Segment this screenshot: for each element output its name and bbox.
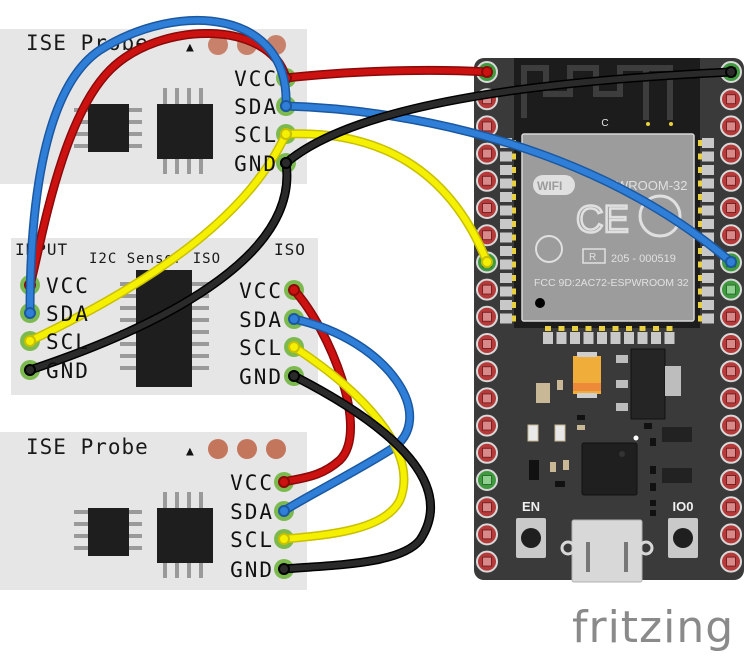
ise-probe-top[interactable]	[0, 29, 307, 184]
bottom-probe-pad	[237, 439, 257, 459]
top-probe-pin-label: SCL	[234, 123, 278, 147]
voltage-regulator	[630, 348, 666, 420]
wire-scl-top-to-esp32[interactable]	[283, 130, 490, 265]
wifi-logo: WIFI	[533, 175, 575, 195]
antenna-label: C	[601, 118, 608, 129]
iso-center-label: I2C Sensor ISO	[89, 251, 222, 267]
ise-probe-bottom[interactable]	[0, 432, 307, 590]
ise-probe-bottom-title: ISE Probe	[26, 435, 149, 459]
wire-scl-iso-to-bottom[interactable]	[281, 344, 407, 542]
wire-sda-top-to-esp32[interactable]	[283, 103, 734, 265]
iso-output-pin-label: SDA	[239, 308, 283, 332]
bottom-probe-chip-small	[88, 508, 129, 556]
telec-mark	[535, 235, 563, 263]
svg-text:WIFI: WIFI	[537, 179, 562, 193]
iso-input-pin-label: SDA	[46, 302, 90, 326]
bottom-probe-pin-label: VCC	[230, 471, 274, 495]
iso-right-header: ISO	[274, 240, 306, 259]
iso-input-pin-label: GND	[46, 359, 90, 383]
wire-gnd-iso-to-bottom[interactable]	[281, 373, 434, 572]
wire-gnd-top-to-esp32[interactable]	[283, 69, 734, 166]
bottom-probe-parts: ▲	[74, 439, 286, 578]
bottom-probe-marker: ▲	[186, 444, 194, 459]
top-probe-pad	[208, 35, 228, 55]
bottom-probe-pad	[266, 439, 286, 459]
cert-number: 205 - 000519	[611, 253, 676, 265]
ce-mark: CE	[576, 199, 629, 241]
bottom-probe-chip-large	[157, 508, 213, 563]
top-probe-marker: ▲	[186, 40, 194, 55]
iso-output-pin-label: SCL	[239, 336, 283, 360]
io0-button-label: IO0	[673, 499, 694, 514]
bottom-probe-pin-label: GND	[230, 558, 274, 582]
wire-vcc-top-to-iso[interactable]	[27, 30, 289, 288]
micro-usb-port[interactable]	[571, 519, 643, 583]
bottom-probe-pin-label: SDA	[230, 500, 274, 524]
wire-gnd-top-to-iso[interactable]	[27, 160, 290, 373]
usb-uart-chip	[581, 442, 638, 496]
en-button-label: EN	[522, 499, 540, 514]
iso-output-pin-label: VCC	[239, 279, 283, 303]
wire-sda-top-to-iso[interactable]	[27, 17, 290, 316]
bottom-probe-pin-label: SCL	[230, 528, 274, 552]
module-name: WROOM-32	[616, 178, 688, 193]
diode	[529, 460, 539, 480]
iso-output-pin-label: GND	[239, 365, 283, 389]
fcc-id: FCC 9D:2AC72-ESPWROOM 32	[534, 277, 689, 289]
top-probe-pin-label: GND	[234, 152, 278, 176]
top-probe-chip-small	[88, 104, 129, 152]
top-probe-pin-label: VCC	[234, 67, 278, 91]
fritzing-watermark: fritzing	[572, 602, 735, 653]
top-probe-pin-label: SDA	[234, 95, 278, 119]
wire-scl-top-to-iso[interactable]	[27, 131, 289, 344]
espressif-logo	[638, 194, 682, 238]
iso-input-pin-label: SCL	[46, 330, 90, 354]
bottom-probe-pad	[208, 439, 228, 459]
esp32-devkit[interactable]: C WIFI WROOM-32 CE R 205 - 000519 FCC 9D…	[474, 58, 744, 583]
iso-input-pin-label: VCC	[46, 274, 90, 298]
antenna-trace	[521, 65, 673, 120]
top-probe-chip-large	[157, 104, 213, 159]
registered-mark: R	[589, 252, 596, 263]
wire-vcc-top-to-esp32[interactable]	[283, 67, 490, 81]
